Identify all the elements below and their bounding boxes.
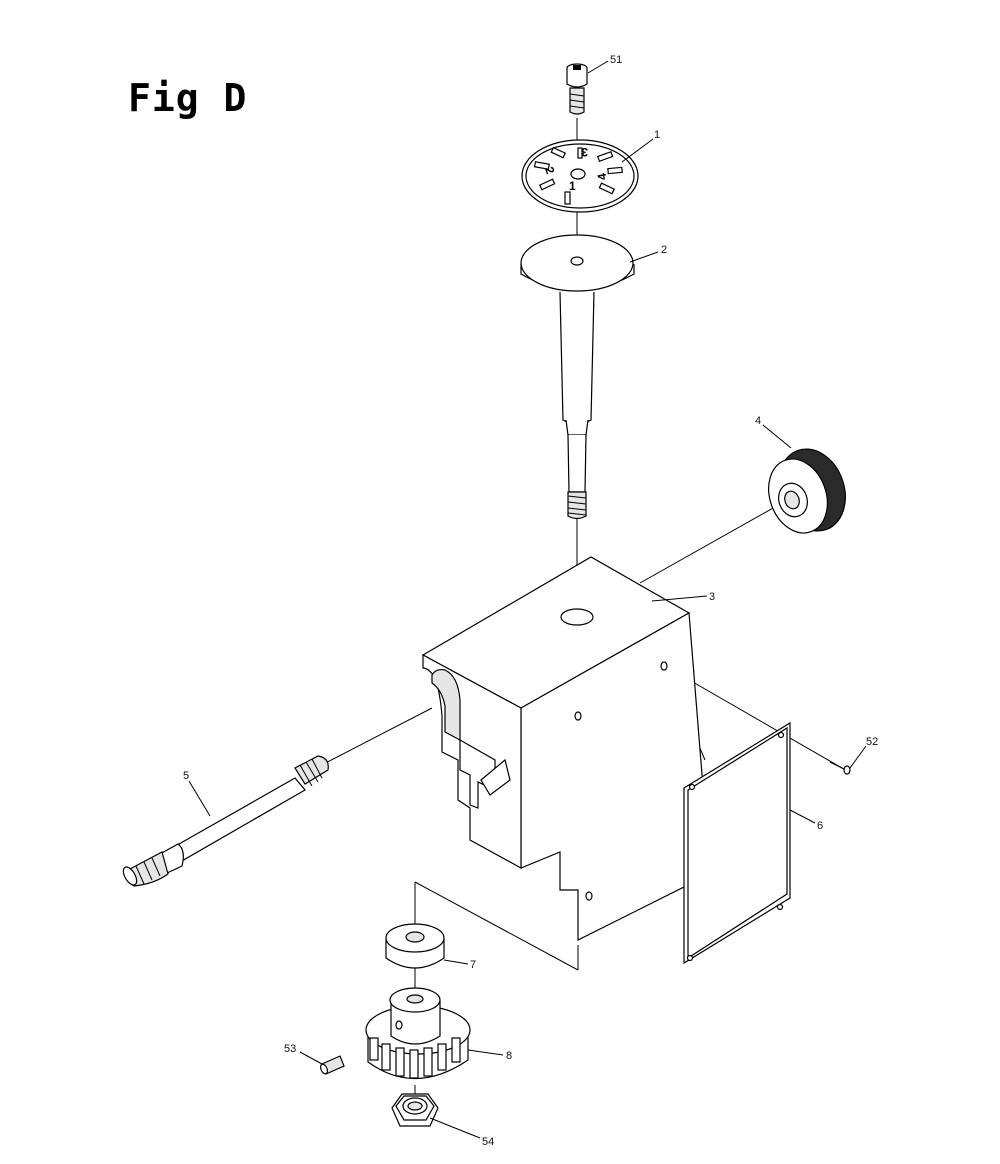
- part-7-bushing: [385, 923, 445, 969]
- callout-5: 5: [183, 770, 189, 782]
- dial-tick-marks: [533, 146, 623, 205]
- part-5-shaft: [122, 755, 329, 887]
- callout-53: 53: [284, 1043, 296, 1055]
- part-54-nut: [391, 1093, 439, 1127]
- gear-teeth: [369, 1037, 461, 1079]
- callout-52: 52: [866, 736, 878, 748]
- part-53-setscrew: [319, 1055, 345, 1075]
- callout-4: 4: [755, 415, 761, 427]
- part-52-screw: [829, 761, 851, 775]
- callout-3: 3: [709, 591, 715, 603]
- part-51-screw: [566, 63, 588, 115]
- part-4-knob: [768, 448, 846, 534]
- part-2-shaft: [520, 234, 635, 520]
- callout-54: 54: [482, 1136, 494, 1148]
- callout-labels: 51 1 2 4 3 52 5 6 7 53 8 54: [183, 54, 878, 1148]
- part-1-dial: 1 2 3 4: [521, 139, 639, 213]
- part-3-housing: [421, 556, 711, 941]
- callout-6: 6: [817, 820, 823, 832]
- dial-number-2: 2: [542, 165, 558, 176]
- part-8-gear: [365, 987, 471, 1080]
- callout-leaders: [188, 60, 867, 1139]
- part-6-cover-plate: [683, 721, 791, 965]
- dial-number-3: 3: [581, 145, 588, 159]
- callout-8: 8: [506, 1050, 512, 1062]
- callout-7: 7: [470, 959, 476, 971]
- callout-51: 51: [610, 54, 622, 66]
- dial-number-4: 4: [595, 172, 610, 181]
- dial-number-1: 1: [569, 179, 576, 193]
- callout-1: 1: [654, 129, 660, 141]
- callout-2: 2: [661, 244, 667, 256]
- figure-title: Fig D: [128, 76, 248, 120]
